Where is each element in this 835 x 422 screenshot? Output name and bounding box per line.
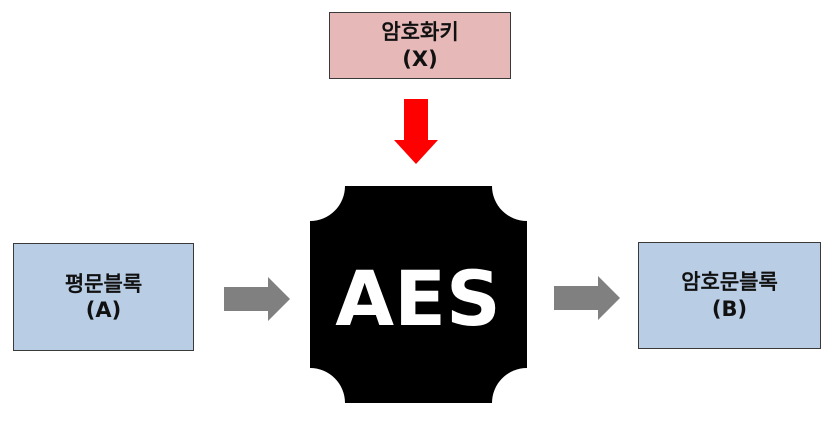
aes-label: AES	[335, 254, 500, 343]
encryption-key-symbol: (X)	[402, 46, 438, 71]
aes-cipher-block	[310, 186, 527, 403]
plaintext-to-aes-arrow-icon	[224, 277, 290, 321]
key-to-aes-arrow-icon	[394, 99, 438, 164]
plaintext-block-box: 평문블록 (A)	[13, 243, 194, 351]
encryption-key-label: 암호화키	[381, 20, 459, 45]
encryption-key-box: 암호화키 (X)	[329, 12, 511, 79]
plaintext-block-symbol: (A)	[85, 298, 122, 322]
ciphertext-block-box: 암호문블록 (B)	[638, 242, 821, 349]
plaintext-block-label: 평문블록	[64, 271, 143, 296]
aes-to-ciphertext-arrow-icon	[554, 276, 620, 320]
ciphertext-block-label: 암호문블록	[681, 270, 778, 295]
ciphertext-block-symbol: (B)	[711, 296, 748, 321]
